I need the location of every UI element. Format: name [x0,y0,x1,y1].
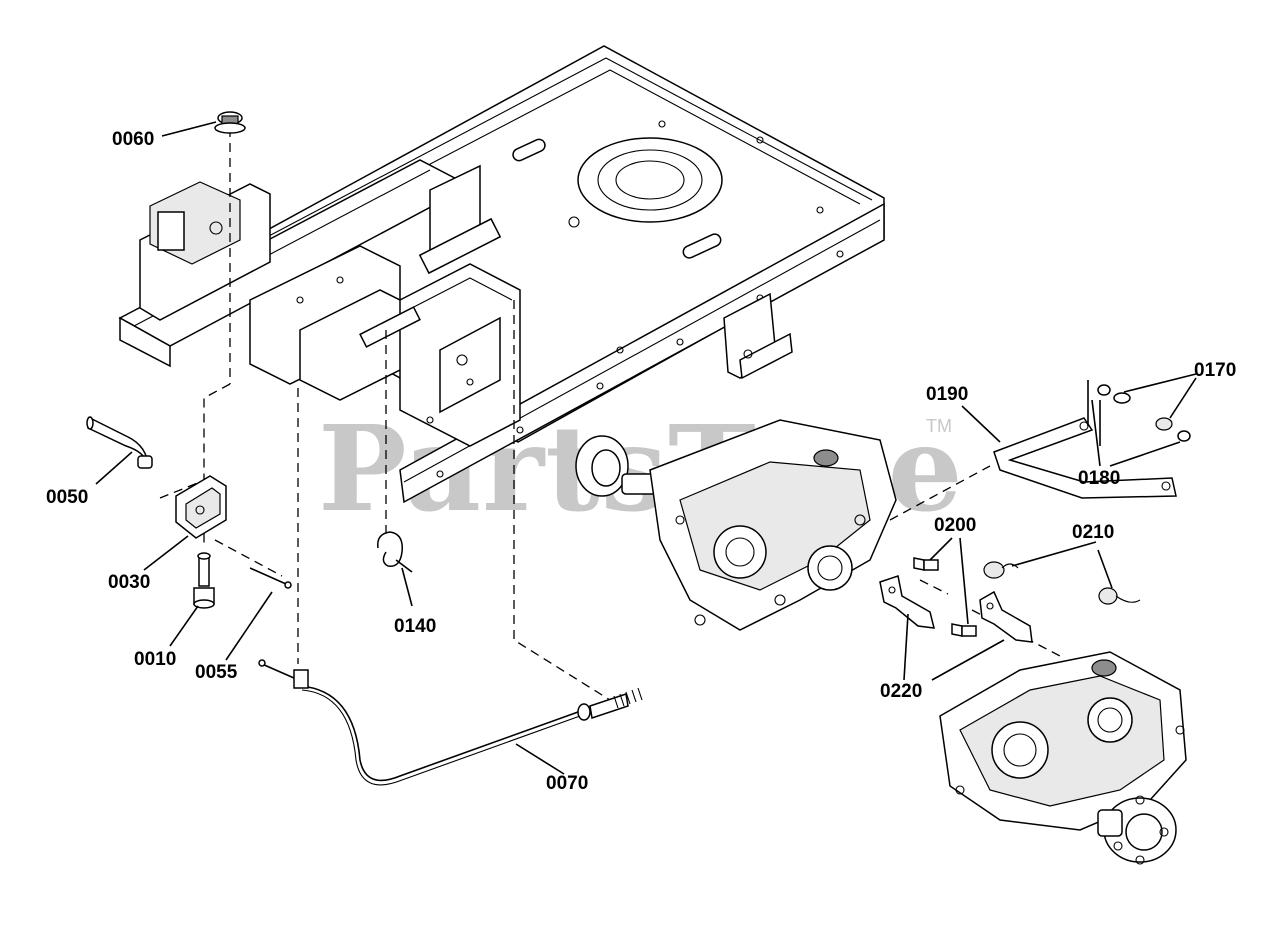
callout-0055[interactable]: 0055 [195,662,238,683]
callout-0200[interactable]: 0200 [934,515,976,536]
leader-lines [95,121,1197,775]
callout-0140[interactable]: 0140 [394,616,436,637]
part-0220-arms[interactable] [879,575,1033,643]
callout-0010[interactable]: 0010 [134,649,176,670]
callout-0050[interactable]: 0050 [46,487,88,508]
callout-0190[interactable]: 0190 [926,384,968,405]
transaxle-right[interactable] [939,651,1187,865]
part-0050-tube[interactable] [86,416,153,469]
part-0140-clip[interactable] [377,531,413,573]
callout-0210[interactable]: 0210 [1072,522,1114,543]
part-0190-lever[interactable] [993,380,1177,499]
part-0060-nut[interactable] [214,111,246,134]
callout-0170[interactable]: 0170 [1194,360,1236,381]
transaxle-left[interactable] [575,419,897,631]
callout-0070[interactable]: 0070 [546,773,588,794]
part-0010-bolt[interactable] [193,552,215,609]
callout-0180[interactable]: 0180 [1078,468,1120,489]
callout-0030[interactable]: 0030 [108,572,150,593]
callout-labels: 0060 0050 0030 0010 0055 0140 0070 0190 … [46,129,1236,794]
part-0170-clips[interactable] [1097,384,1191,442]
callout-0060[interactable]: 0060 [112,129,154,150]
chassis-frame [118,45,885,504]
part-0030-bracket[interactable] [175,475,227,539]
assembly-guide-lines [159,128,1061,701]
part-0055-pin[interactable] [249,567,292,589]
watermark-trademark: TM [926,416,952,436]
part-0210-springs[interactable] [983,561,1141,605]
callout-0220[interactable]: 0220 [880,681,922,702]
part-0070-cable[interactable] [258,659,643,786]
